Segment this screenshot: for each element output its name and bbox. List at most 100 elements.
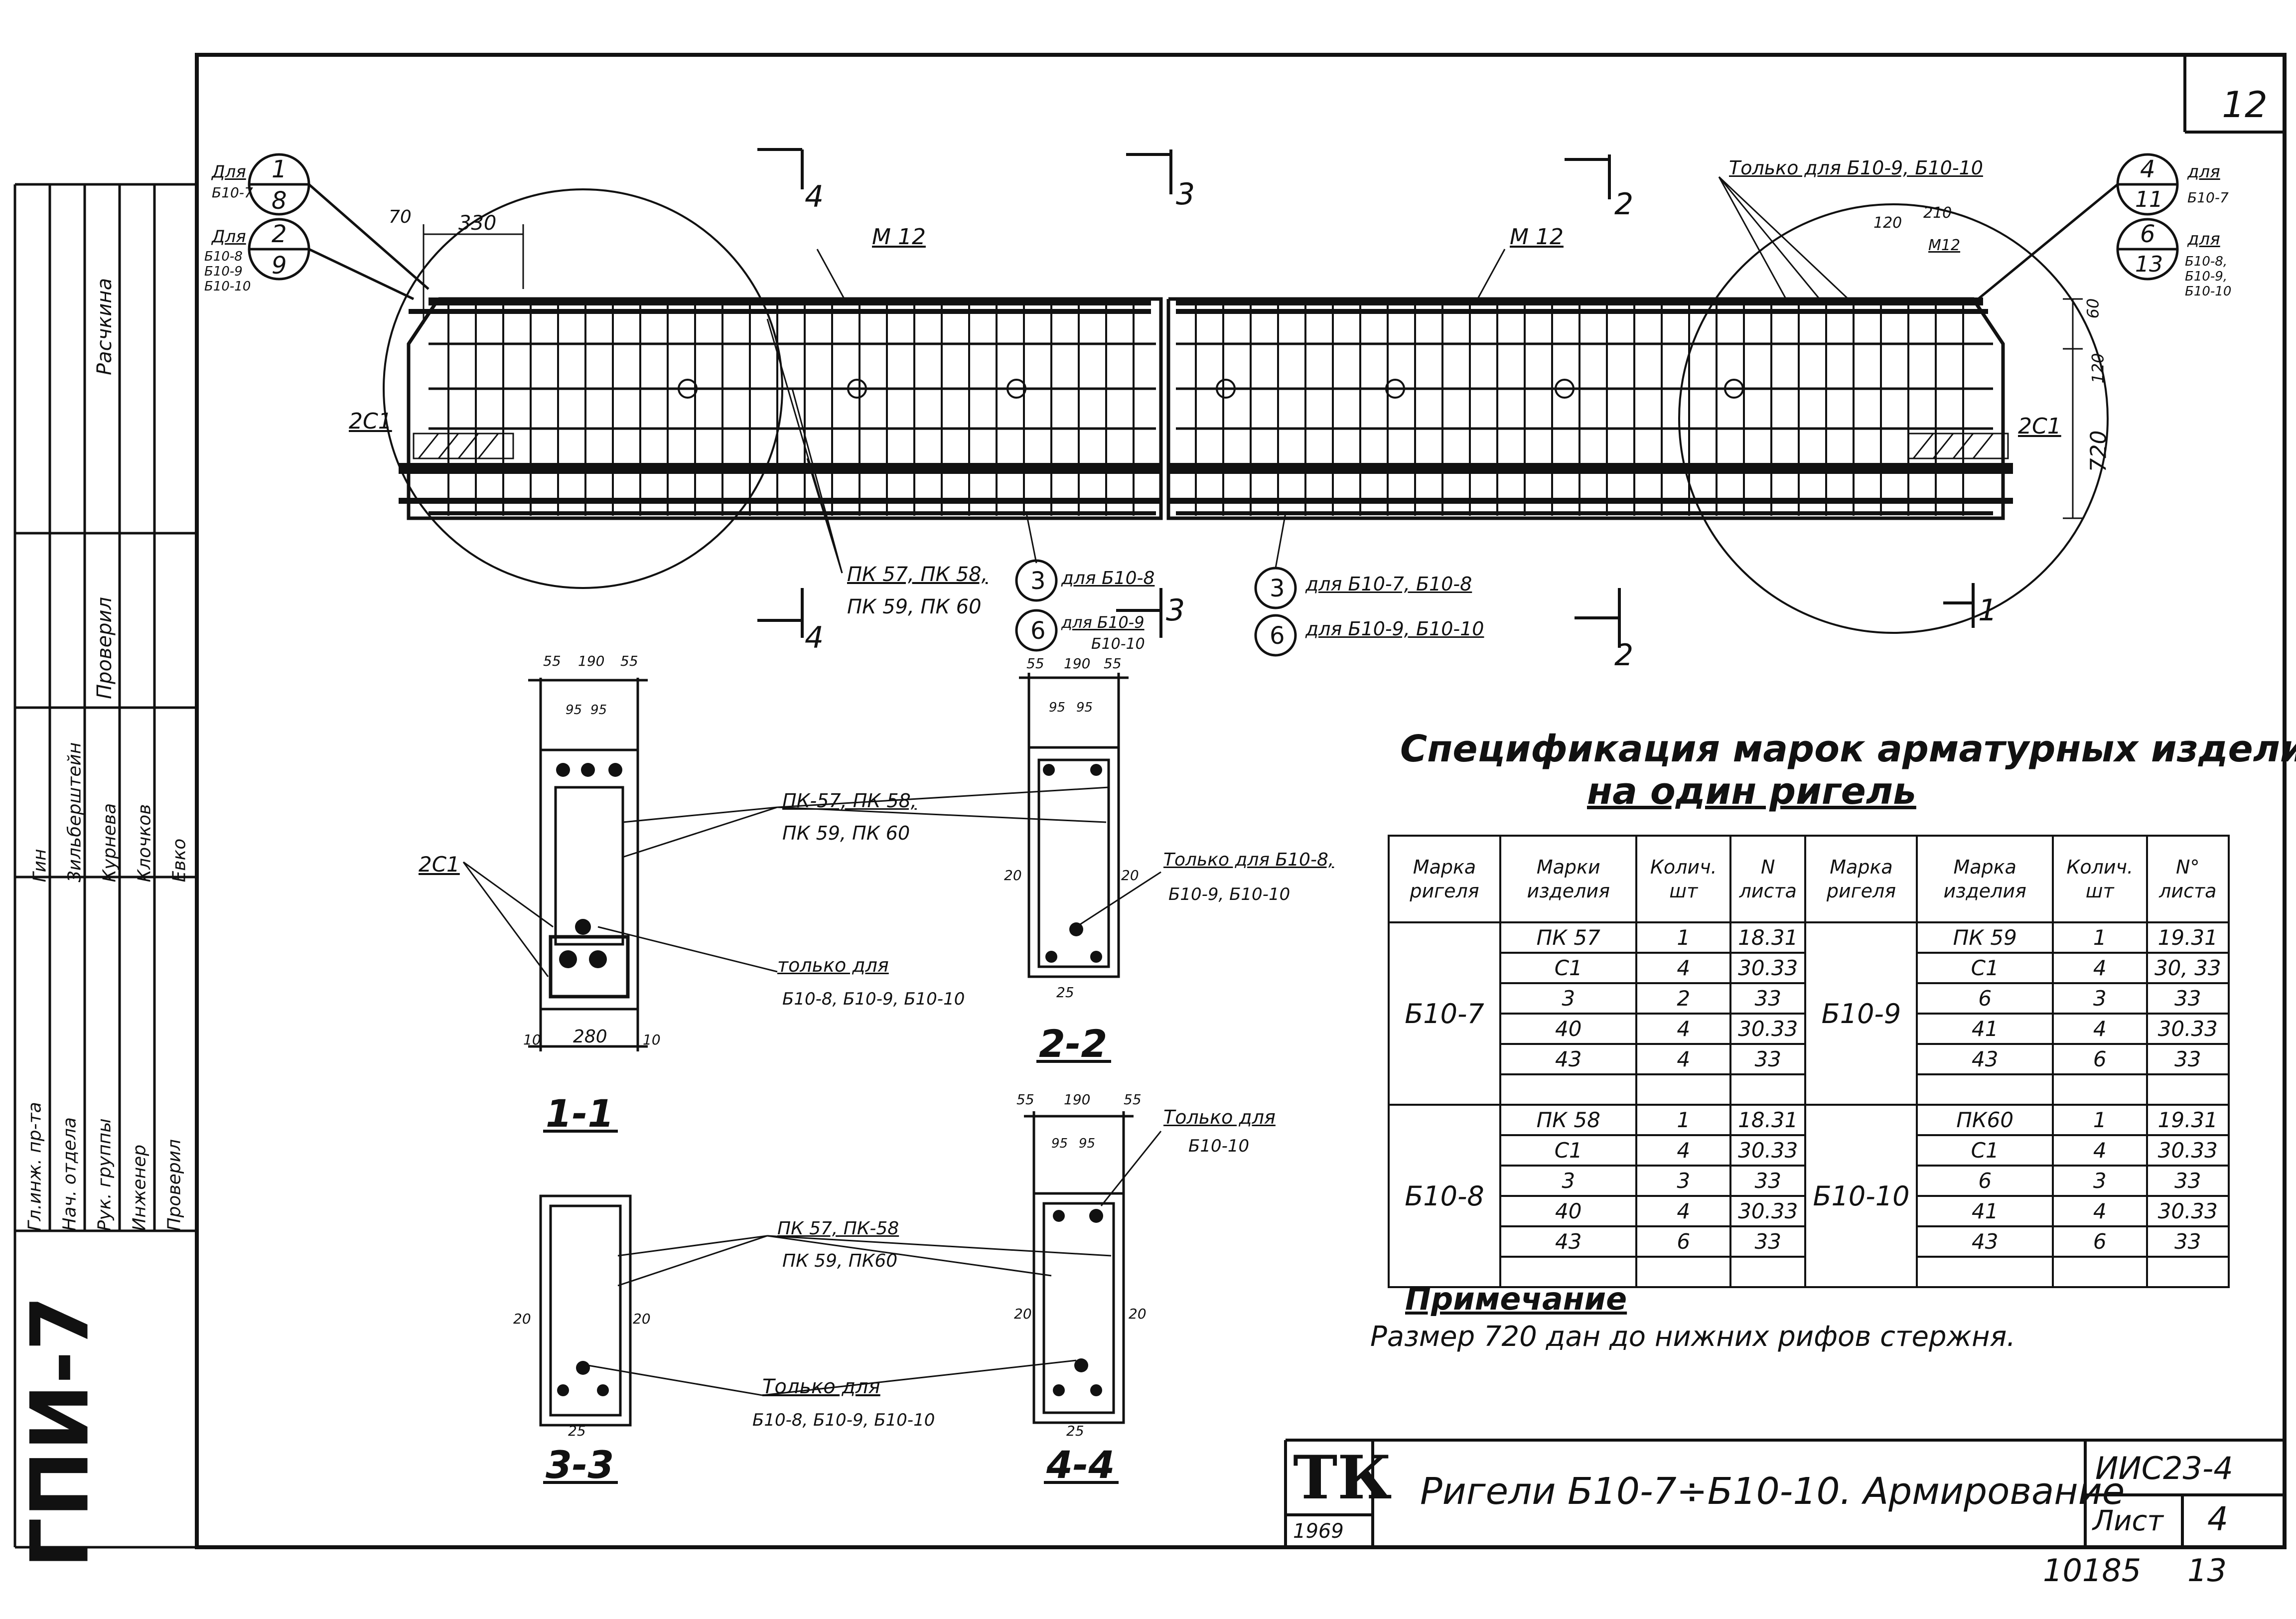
callout-left-2-for: Для [212,227,246,247]
spec-row [1389,1256,2230,1288]
s44-title: 4-4 [1046,1443,1115,1487]
spec-cell: 19.31 [2146,1104,2230,1136]
spec-cell: 4 [1635,952,1732,984]
lead-pk-a1: ПК-57, ПК 58, [782,790,917,812]
spec-cell: 2 [1635,982,1732,1015]
s22-dim-inner-2: 95 [1076,700,1093,715]
lead-only-a2: Б10-8, Б10-9, Б10-10 [782,989,965,1009]
only-for-top-label: Только для Б10-9, Б10-10 [1729,157,1983,179]
spec-cell: 6 [1916,1165,2054,1197]
spec-cell: 18.31 [1729,1104,1807,1136]
spec-header: Колич. шт [2051,835,2148,923]
label-m12-left: М 12 [872,224,926,250]
support-hatch-right [1907,433,2009,459]
s22-dim-top-2: 190 [1064,655,1091,672]
signature-name-3: Курнева [99,803,120,883]
title-block-frame [1284,1439,2285,1547]
spec-cell: 6 [2051,1225,2148,1258]
dim-m12-small: М12 [1928,237,1961,254]
cut-label-4-top: 4 [805,179,824,214]
callout-left-2-bottom: 9 [272,252,287,280]
lead-pk-b1: ПК 57, ПК-58 [777,1218,899,1239]
spec-cell [1635,1073,1732,1106]
s44-bottom: 25 [1066,1423,1084,1439]
dim-60: 60 [2083,298,2103,319]
cut-label-1-bottom: 1 [1978,593,1998,628]
spec-cell: 4 [2051,1195,2148,1227]
spec-cell: 40 [1499,1013,1638,1045]
s44-dim-top-1: 55 [1016,1091,1034,1108]
spec-cell: 1 [2051,921,2148,954]
spec-header: N листа [1729,835,1807,923]
right-callout-6: 6 [1270,622,1285,650]
spec-cell: 43 [1916,1043,2054,1075]
callout-left-1-marks: Б10-7 [212,184,253,201]
signature-name-1: Гин [29,849,50,883]
spec-cell: 33 [1729,1165,1807,1197]
dim-210: 210 [1923,204,1952,222]
callout-right-2-bottom: 13 [2135,252,2163,277]
spec-header: Марка изделия [1916,835,2054,923]
callout-left-2-marks: Б10-8 Б10-9 Б10-10 [204,249,251,294]
lead-only-d2: Б10-8, Б10-9, Б10-10 [752,1410,935,1430]
s33-title: 3-3 [546,1443,614,1487]
right-callout-3-text: для Б10-7, Б10-8 [1305,573,1472,595]
lead-pk-a2: ПК 59, ПК 60 [782,822,910,844]
label-c1-right: 2С1 [2018,414,2061,439]
spec-cell: 4 [1635,1013,1732,1045]
title-block-archive-no: 10185 [2043,1552,2142,1589]
s11-c1-label: 2С1 [419,852,460,877]
cut-label-2-top: 2 [1614,187,1634,222]
spec-cell [2051,1073,2148,1106]
mid-callout-6: 6 [1030,617,1046,645]
s44-dim-top-2: 190 [1064,1091,1091,1108]
spec-cell: 1 [2051,1104,2148,1136]
dim-70: 70 [389,207,412,227]
spec-mark-cell: Б10-10 [1804,1104,1918,1288]
lead-only-b2: Б10-9, Б10-10 [1168,884,1291,904]
right-callout-3: 3 [1270,575,1285,602]
stamp-label: ГПИ-7 [13,1295,107,1569]
s11-dim-top-3: 55 [620,653,638,669]
callout-right-2-top: 6 [2140,220,2155,248]
section-title-underlines [543,1060,1119,1484]
dim-720: 720 [2086,430,2112,472]
spec-cell [1916,1073,2054,1106]
spec-cell: 4 [1635,1134,1732,1167]
spec-cell: 4 [1635,1043,1732,1075]
callout-right-1-bottom: 11 [2135,187,2163,212]
spec-cell: 19.31 [2146,921,2230,954]
spec-title-line1: Спецификация марок арматурных изделий [1400,728,2296,770]
spec-cell: 41 [1916,1195,2054,1227]
stirrups [447,299,1964,516]
callout-right-1-top: 4 [2140,155,2155,183]
s11-title: 1-1 [546,1091,614,1136]
spec-cell: 3 [2051,1165,2148,1197]
spec-header: N° листа [2146,835,2230,923]
title-block-logo: ТК [1293,1443,1392,1513]
spec-cell: 33 [1729,982,1807,1015]
spec-cell: 3 [1499,1165,1638,1197]
lead-only-d1: Только для [762,1375,880,1398]
signature-role-1: Гл.инж. пр-та [24,1102,45,1231]
spec-cell [2146,1256,2230,1288]
dim-120: 120 [2088,353,2108,384]
title-block-sheet-label: Лист [2093,1505,2163,1537]
callout-left-1-top: 1 [272,155,287,183]
spec-cell: 43 [1916,1225,2054,1258]
callout-right-1-for: для [2187,162,2220,182]
right-callout-6-text: для Б10-9, Б10-10 [1305,618,1484,640]
signature-name-2: Зильберштейн [64,742,85,883]
spec-cell: 4 [1635,1195,1732,1227]
spec-cell: ПК60 [1916,1104,2054,1136]
signature-strip [13,55,198,1549]
label-m12-right: М 12 [1510,224,1564,250]
spec-cell: 30.33 [2146,1134,2230,1167]
